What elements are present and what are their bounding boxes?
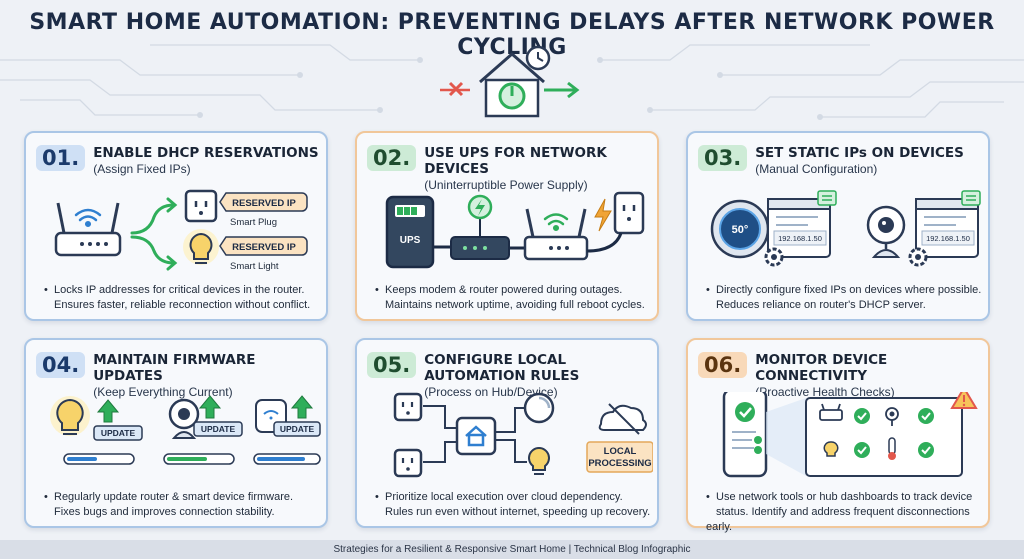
card-description: •Regularly update router & smart device … xyxy=(44,491,294,518)
lightbulb-icon xyxy=(528,446,550,475)
update-badge: UPDATE xyxy=(93,425,143,441)
card-description: •Locks IP addresses for critical devices… xyxy=(44,284,311,311)
svg-text:UPDATE: UPDATE xyxy=(101,428,136,438)
card-description: •Directly configure fixed IPs on devices… xyxy=(706,284,982,311)
cloud-offline-icon xyxy=(598,403,647,435)
progress-bar xyxy=(253,453,321,465)
smart-plug-icon xyxy=(184,189,218,223)
ups-battery-icon: UPS xyxy=(385,195,435,269)
sensor-icon xyxy=(523,392,555,424)
wifi-icon xyxy=(543,213,569,232)
smartphone-icon xyxy=(722,392,768,478)
monitoring-illustration xyxy=(722,392,978,478)
svg-text:LOCAL: LOCAL xyxy=(604,446,637,457)
card-subheading: (Assign Fixed IPs) xyxy=(93,162,191,176)
power-bolt-icon xyxy=(467,194,493,220)
gear-icon xyxy=(764,247,784,267)
reserved-ip-tag: RESERVED IP xyxy=(219,192,308,212)
card-subheading: (Keep Everything Current) xyxy=(93,385,233,399)
card-number: 03. xyxy=(698,145,748,171)
lightbulb-icon xyxy=(183,229,219,265)
firmware-illustration: UPDATE UPDATE UPDATE xyxy=(50,395,321,465)
card-firmware-updates: 04. MAINTAIN FIRMWARE UPDATES (Keep Ever… xyxy=(24,338,328,528)
card-description: •Prioritize local execution over cloud d… xyxy=(375,491,651,518)
x-icon xyxy=(448,81,464,97)
card-heading: USE UPS FOR NETWORK DEVICES xyxy=(424,145,607,177)
svg-text:RESERVED IP: RESERVED IP xyxy=(232,198,296,209)
lightbulb-icon xyxy=(50,396,90,436)
settings-window-icon: 192.168.1.50 xyxy=(915,198,979,258)
svg-text:RESERVED IP: RESERVED IP xyxy=(232,242,296,253)
wall-outlet-icon xyxy=(393,392,423,422)
card-description: •Use network tools or hub dashboards to … xyxy=(706,491,973,533)
reserved-ip-tag: RESERVED IP xyxy=(219,236,308,256)
router-icon xyxy=(523,208,589,261)
card-heading: MONITOR DEVICE CONNECTIVITY xyxy=(755,352,888,384)
svg-text:192.168.1.50: 192.168.1.50 xyxy=(778,234,822,243)
static-ip-illustration: 50° 192.168.1.50 192.168.1.50 xyxy=(710,190,981,267)
wall-outlet-icon xyxy=(393,448,423,478)
card-subheading: (Process on Hub/Device) xyxy=(424,385,558,399)
camera-icon xyxy=(866,205,906,258)
router-icon xyxy=(54,202,122,257)
lightning-icon xyxy=(594,198,612,232)
card-subheading: (Uninterruptible Power Supply) xyxy=(424,178,588,192)
card-subheading: (Proactive Health Checks) xyxy=(755,385,895,399)
update-badge: UPDATE xyxy=(273,421,321,437)
settings-window-icon: 192.168.1.50 xyxy=(767,198,831,258)
camera-icon xyxy=(168,398,200,439)
svg-text:UPDATE: UPDATE xyxy=(201,424,236,434)
card-number: 01. xyxy=(36,145,86,171)
wifi-icon xyxy=(74,208,102,228)
list-icon xyxy=(961,190,981,206)
local-automation-illustration: LOCAL PROCESSING xyxy=(393,392,653,478)
card-heading: ENABLE DHCP RESERVATIONS xyxy=(93,145,319,161)
svg-text:UPS: UPS xyxy=(400,235,421,246)
card-local-automation: 05. CONFIGURE LOCAL AUTOMATION RULES (Pr… xyxy=(355,338,659,528)
footer-caption: Strategies for a Resilient & Responsive … xyxy=(0,540,1024,559)
svg-text:UPDATE: UPDATE xyxy=(280,424,315,434)
hub-icon xyxy=(455,416,497,456)
card-number: 05. xyxy=(367,352,417,378)
card-monitor-connectivity: 06. MONITOR DEVICE CONNECTIVITY (Proacti… xyxy=(686,338,990,533)
arrow-up-icon xyxy=(198,395,222,419)
thermostat-icon: 50° xyxy=(710,199,770,259)
wall-outlet-icon xyxy=(613,191,645,235)
update-badge: UPDATE xyxy=(193,421,243,437)
card-heading: CONFIGURE LOCAL AUTOMATION RULES xyxy=(424,352,580,384)
arrow-up-icon xyxy=(96,399,120,423)
card-heading: MAINTAIN FIRMWARE UPDATES xyxy=(93,352,256,384)
svg-text:50°: 50° xyxy=(732,224,749,236)
card-ups: 02. USE UPS FOR NETWORK DEVICES (Uninter… xyxy=(355,131,659,321)
card-number: 06. xyxy=(698,352,748,378)
card-static-ips: 03. SET STATIC IPs ON DEVICES (Manual Co… xyxy=(686,131,990,321)
card-number: 04. xyxy=(36,352,86,378)
card-description: •Keeps modem & router powered during out… xyxy=(375,284,645,311)
warning-icon xyxy=(950,392,978,409)
card-number: 02. xyxy=(367,145,417,171)
svg-text:PROCESSING: PROCESSING xyxy=(588,458,651,469)
dashboard-panel xyxy=(805,397,963,477)
arrow-up-icon xyxy=(290,395,314,419)
smart-light-label: Smart Light xyxy=(230,261,279,272)
modem-icon xyxy=(450,219,510,260)
list-icon xyxy=(817,190,837,206)
gear-icon xyxy=(908,247,928,267)
progress-bar xyxy=(63,453,135,465)
svg-text:192.168.1.50: 192.168.1.50 xyxy=(926,234,970,243)
card-subheading: (Manual Configuration) xyxy=(755,162,878,176)
smart-plug-label: Smart Plug xyxy=(230,217,277,228)
branch-arrows-icon xyxy=(130,197,178,271)
progress-bar xyxy=(163,453,235,465)
local-processing-badge: LOCAL PROCESSING xyxy=(586,441,653,473)
card-dhcp-reservations: 01. ENABLE DHCP RESERVATIONS (Assign Fix… xyxy=(24,131,328,321)
ups-illustration: UPS xyxy=(385,191,645,269)
dhcp-illustration: RESERVED IP Smart Plug RESERVED IP Smart… xyxy=(54,189,308,272)
card-heading: SET STATIC IPs ON DEVICES xyxy=(755,145,964,161)
hero-house-power-icon xyxy=(440,45,580,118)
